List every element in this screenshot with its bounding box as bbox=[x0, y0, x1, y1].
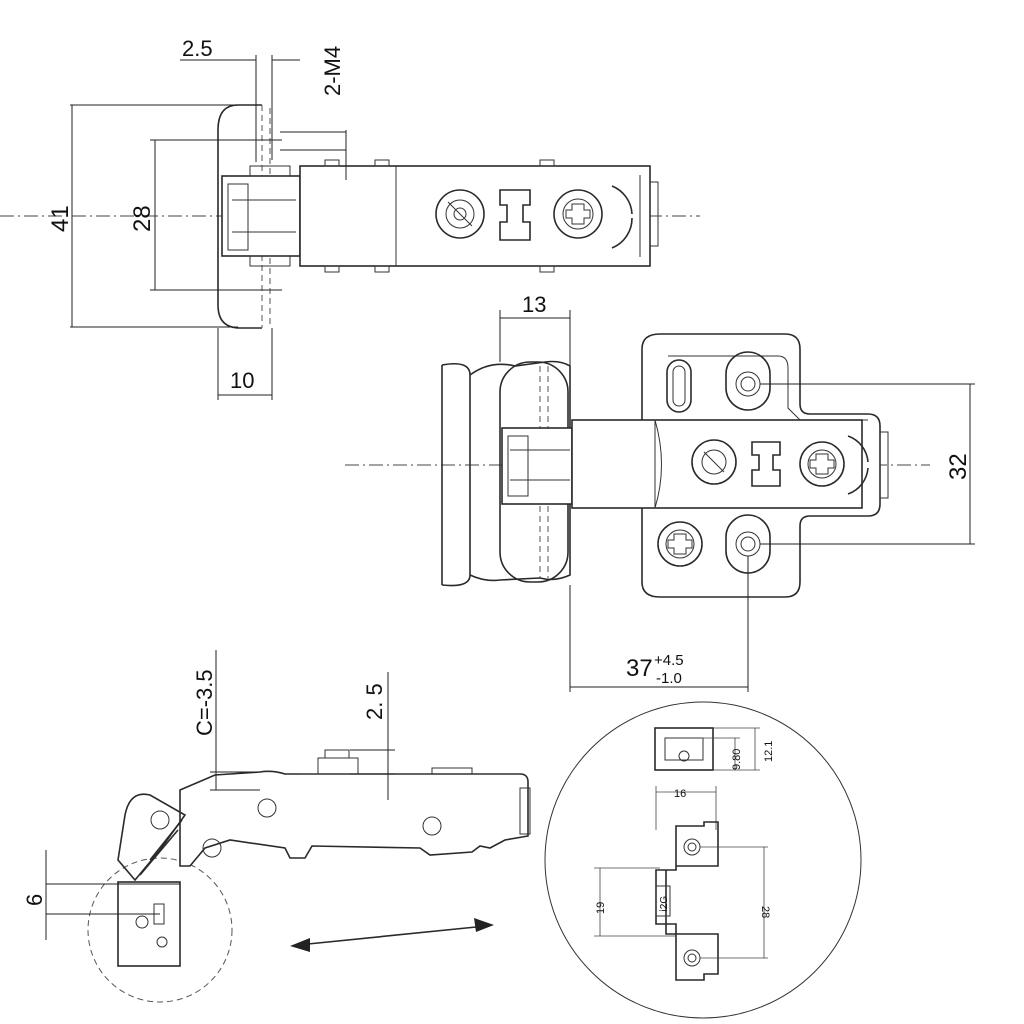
mounted-depth-screw-icon bbox=[691, 439, 737, 485]
depth-adjust-screw-icon bbox=[435, 189, 485, 239]
side-cup bbox=[117, 881, 181, 967]
dim-41: 41 bbox=[47, 205, 74, 232]
dim-12-1: 12.1 bbox=[763, 741, 775, 762]
plate-slot-left bbox=[666, 359, 692, 413]
detail-mounting-plate bbox=[655, 821, 719, 981]
top-view: 2.5 2-M4 41 28 10 bbox=[0, 36, 700, 400]
mounted-hinge-head bbox=[501, 427, 573, 505]
double-arrow-icon bbox=[290, 918, 494, 952]
hinge-head bbox=[221, 175, 301, 257]
dim-19: 19 bbox=[595, 902, 607, 914]
hinge-arm bbox=[299, 165, 651, 267]
dim-2-m4: 2-M4 bbox=[320, 46, 345, 96]
h-slot bbox=[499, 189, 531, 241]
cross-screw-icon bbox=[553, 189, 603, 239]
dim-37-upper-tolerance: +4.5 bbox=[654, 652, 684, 669]
dim-2-5-side: 2. 5 bbox=[362, 683, 387, 720]
dim-2-5-top: 2.5 bbox=[182, 36, 213, 61]
dim-9-80: 9.80 bbox=[731, 749, 743, 770]
detail-circle bbox=[544, 701, 862, 1019]
dim-c-minus-3-5: C=-3.5 bbox=[192, 669, 217, 736]
mounted-h-slot bbox=[751, 441, 781, 487]
dim-37: 37 bbox=[626, 655, 653, 682]
dim-28-top: 28 bbox=[129, 205, 156, 232]
mounted-cross-screw-icon bbox=[799, 441, 845, 487]
side-hinge-arm bbox=[179, 770, 529, 867]
dim-10: 10 bbox=[230, 368, 254, 393]
dim-13: 13 bbox=[522, 292, 546, 317]
detail-view: 9.80 12.1 16 ⅰ2G 19 28 bbox=[544, 701, 862, 1019]
plate-screw-icon bbox=[657, 521, 703, 567]
dim-6: 6 bbox=[22, 894, 47, 906]
dim-37-lower-tolerance: -1.0 bbox=[656, 670, 682, 687]
detail-circle-marker bbox=[87, 857, 233, 1003]
plate-slot-right-top bbox=[725, 351, 771, 411]
dim-32: 32 bbox=[945, 453, 972, 480]
detail-stamp-text: ⅰ2G bbox=[659, 896, 670, 912]
detail-top-bracket bbox=[654, 727, 714, 771]
dim-28-detail: 28 bbox=[759, 906, 771, 918]
mounted-hinge-arm bbox=[571, 419, 863, 509]
dim-16: 16 bbox=[674, 788, 686, 800]
side-view: C=-3.5 2. 5 6 bbox=[22, 650, 531, 1003]
mounted-view: 13 32 37 +4.5 -1.0 bbox=[345, 292, 975, 692]
